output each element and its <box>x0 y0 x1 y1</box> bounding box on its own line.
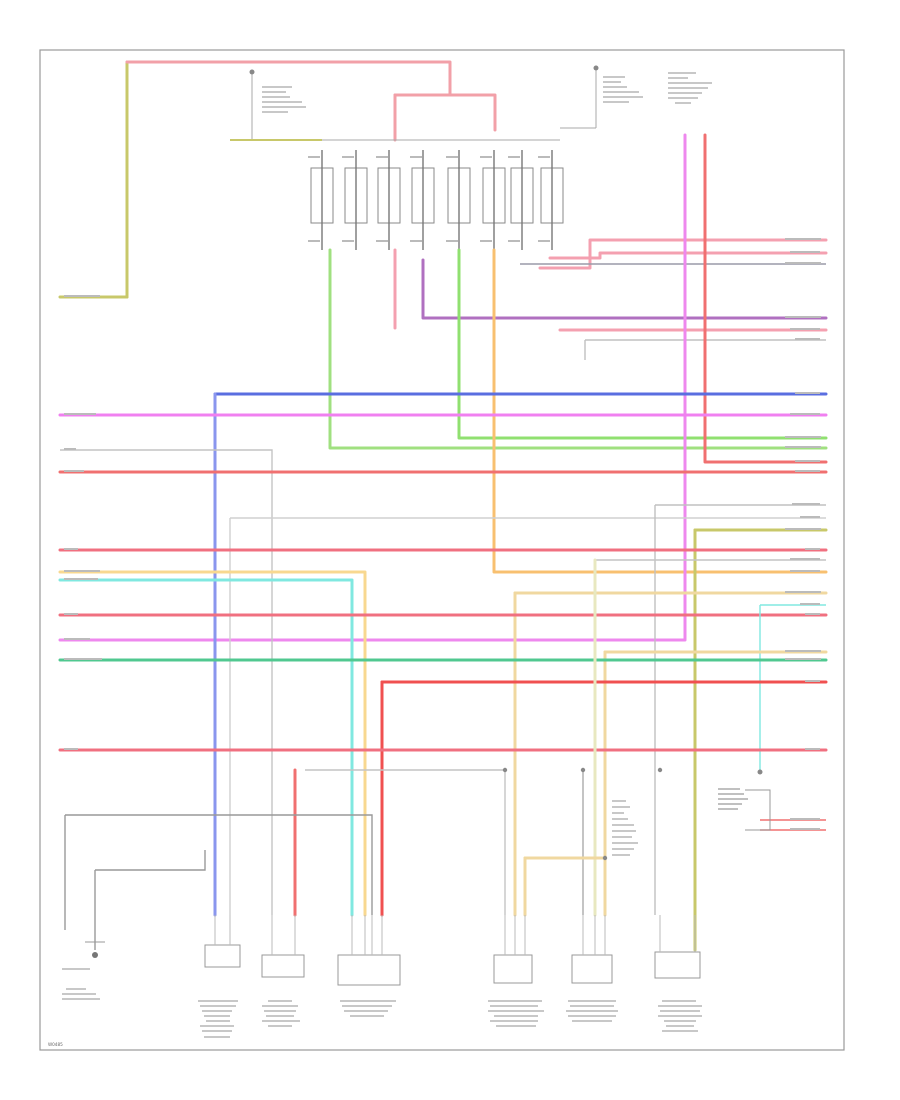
wire-lt-green <box>328 248 828 450</box>
wire-green-2 <box>457 248 828 440</box>
relay-block <box>230 127 596 250</box>
component-pins <box>214 915 696 955</box>
wire-orange <box>492 248 828 574</box>
wire-red-right <box>703 133 828 464</box>
wire-relay-pink-right <box>538 238 828 270</box>
wire-lt-orange <box>58 570 367 917</box>
wire-magenta-long <box>58 133 687 642</box>
wire-yellow-feed <box>58 60 129 299</box>
wire-white-2 <box>60 449 273 915</box>
component-bottom-row <box>204 944 701 986</box>
diagram-code: W0485 <box>48 1042 63 1047</box>
component-right-sensor <box>718 769 771 831</box>
splice-points <box>502 767 663 861</box>
wire-relay-pink-right-2 <box>548 251 828 260</box>
wire-cyan <box>58 578 354 917</box>
component-label-bars <box>62 800 702 1038</box>
wire-tags-right <box>785 238 821 830</box>
ground-loop <box>64 814 373 958</box>
diagram-border <box>39 49 845 1051</box>
ground-symbol-left <box>249 69 255 140</box>
wire-top-pink <box>125 60 452 97</box>
ground-symbol-right <box>593 65 599 128</box>
wire-violet <box>421 258 828 320</box>
wire-top-pink-2 <box>393 93 497 132</box>
wire-tags-left <box>64 295 102 750</box>
